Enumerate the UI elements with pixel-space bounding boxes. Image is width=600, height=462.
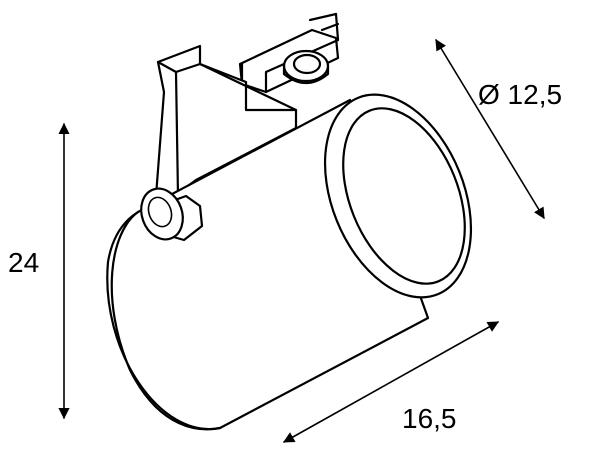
length-dimension-line [283, 321, 499, 443]
length-dimension: 16,5 [283, 321, 499, 443]
diameter-label: Ø 12,5 [478, 79, 562, 110]
tilt-knob [140, 187, 204, 242]
height-label: 24 [8, 247, 39, 278]
diameter-dimension-line [435, 39, 545, 219]
length-label: 16,5 [402, 403, 457, 434]
diameter-dimension: Ø 12,5 [435, 39, 562, 219]
mounting-bracket [154, 44, 298, 198]
track-rail [238, 12, 340, 94]
height-dimension: 24 [8, 122, 70, 420]
adapter-knob [282, 49, 330, 85]
